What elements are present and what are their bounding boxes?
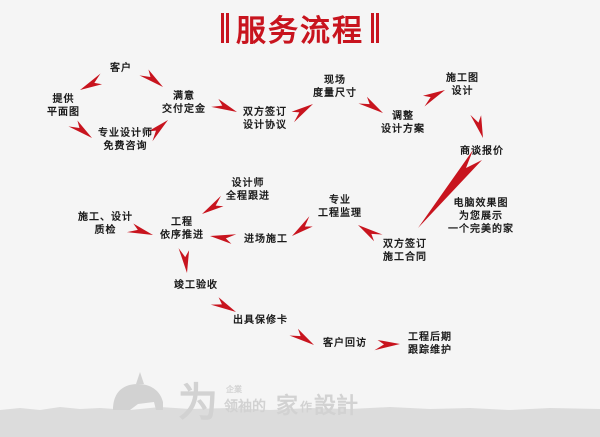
page-title: 服务流程 (185, 8, 415, 49)
node-label: 施工图 (446, 73, 479, 84)
node-label: 质检 (94, 225, 117, 236)
node-adjust: 调整 设计方案 (381, 110, 425, 136)
arrow-icon (289, 216, 316, 241)
watermark-small: 企業 (226, 384, 242, 394)
arrow-icon (178, 246, 193, 274)
arrow-icon (373, 338, 401, 351)
node-label: 交付定金 (162, 104, 206, 115)
node-construction-drawing: 施工图 设计 (446, 72, 479, 98)
node-revisit: 客户回访 (323, 337, 367, 350)
node-label: 度量尺寸 (313, 88, 357, 99)
node-contract: 双方签订 施工合同 (383, 238, 427, 264)
node-label: 满意 (173, 91, 195, 102)
arrow-icon (288, 99, 316, 123)
node-label: 免费咨询 (103, 141, 148, 152)
node-label: 双方签订 (243, 107, 287, 118)
node-enter-site: 进场施工 (244, 233, 288, 246)
node-deposit: 满意 交付定金 (162, 90, 206, 116)
arrow-icon (209, 232, 237, 245)
node-consult: 专业设计师 免费咨询 (98, 127, 153, 153)
node-label: 竣工验收 (174, 280, 218, 291)
arrow-icon (419, 84, 447, 107)
watermark-big-char: 为 (178, 379, 218, 426)
node-customer: 客户 (110, 62, 132, 75)
arrow-icon (355, 221, 383, 244)
node-label: 平面图 (47, 107, 80, 118)
node-label: 全程跟进 (226, 191, 270, 202)
node-label: 商谈报价 (460, 146, 504, 157)
node-quality-check: 施工、设计 质检 (78, 211, 133, 237)
watermark-zuo: 作 (300, 400, 313, 414)
arrow-icon (78, 73, 106, 96)
watermark-design: 設計 (314, 393, 359, 419)
ground-band (0, 410, 600, 437)
arrow-icon (68, 118, 96, 142)
node-measure: 现场 度量尺寸 (313, 74, 357, 100)
elephant-rider-icon (113, 372, 163, 410)
watermark-home: 家 (276, 393, 299, 419)
node-designer-follow: 设计师 全程跟进 (226, 177, 270, 203)
node-label: 工程后期 (408, 332, 452, 343)
arrow-icon (418, 150, 482, 228)
node-label: 设计师 (231, 178, 265, 189)
arrow-icon (470, 111, 489, 140)
node-label: 工程 (171, 217, 193, 228)
node-label: 施工、设计 (78, 212, 133, 223)
node-label: 电脑效果图 (453, 198, 509, 209)
title-text: 服务流程 (236, 14, 364, 49)
node-rendering: 电脑效果图 为您展示 一个完美的家 (448, 197, 514, 236)
node-label: 依序推进 (160, 230, 204, 241)
node-quote: 商谈报价 (460, 145, 504, 158)
node-label: 调整 (392, 111, 414, 122)
node-label: 跟踪维护 (408, 345, 452, 356)
node-label: 进场施工 (244, 234, 288, 245)
node-warranty: 出具保修卡 (233, 314, 288, 327)
node-floor-plan: 提供 平面图 (47, 93, 80, 119)
node-label: 一个完美的家 (448, 224, 514, 235)
node-label: 客户回访 (323, 338, 367, 349)
node-label: 专业 (329, 195, 351, 206)
node-label: 施工合同 (383, 252, 427, 263)
node-progress: 工程 依序推进 (160, 216, 204, 242)
node-label: 为您展示 (459, 211, 503, 222)
node-label: 现场 (324, 75, 346, 86)
node-label: 客户 (110, 63, 132, 74)
node-supervision: 专业 工程监理 (318, 194, 362, 220)
node-acceptance: 竣工验收 (174, 279, 218, 292)
node-label: 工程监理 (318, 208, 362, 219)
title-left-bars (220, 13, 230, 43)
watermark-line: 领袖的 (224, 399, 266, 415)
node-label: 设计协议 (243, 120, 287, 131)
arrow-icon (210, 295, 239, 316)
node-maintenance: 工程后期 跟踪维护 (408, 331, 452, 357)
node-label: 设计方案 (381, 124, 425, 135)
node-label: 专业设计师 (98, 128, 153, 139)
arrow-icon (139, 67, 167, 91)
arrow-icon (211, 97, 240, 116)
node-design-agreement: 双方签订 设计协议 (243, 106, 287, 132)
node-label: 双方签订 (383, 239, 427, 250)
node-label: 出具保修卡 (233, 315, 288, 326)
title-right-bars (370, 13, 380, 43)
arrow-icon (289, 326, 317, 349)
node-label: 设计 (451, 86, 474, 97)
node-label: 提供 (52, 94, 75, 105)
